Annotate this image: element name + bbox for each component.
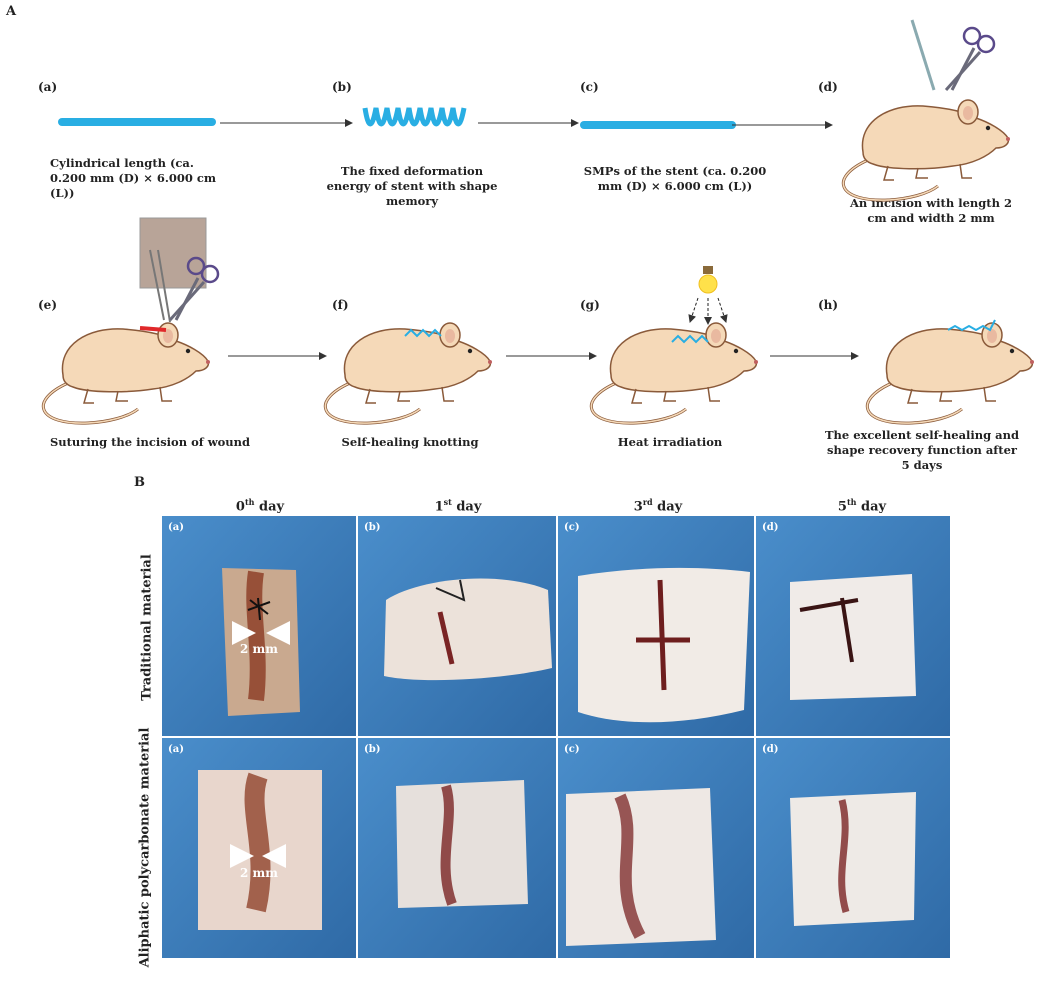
photo-letter-ali-d: (d) [762, 744, 778, 755]
scale-label-ali: 2 mm [240, 866, 278, 880]
photo-letter-ali-b: (b) [364, 744, 380, 755]
photo-letter-ali-a: (a) [168, 744, 184, 755]
photo-letter-ali-c: (c) [564, 744, 580, 755]
photo-grid [0, 0, 1046, 963]
scale-label-trad: 2 mm [240, 642, 278, 656]
photo-letter-trad-c: (c) [564, 522, 580, 533]
photo-letter-trad-d: (d) [762, 522, 778, 533]
photo-letter-trad-b: (b) [364, 522, 380, 533]
photo-letter-trad-a: (a) [168, 522, 184, 533]
